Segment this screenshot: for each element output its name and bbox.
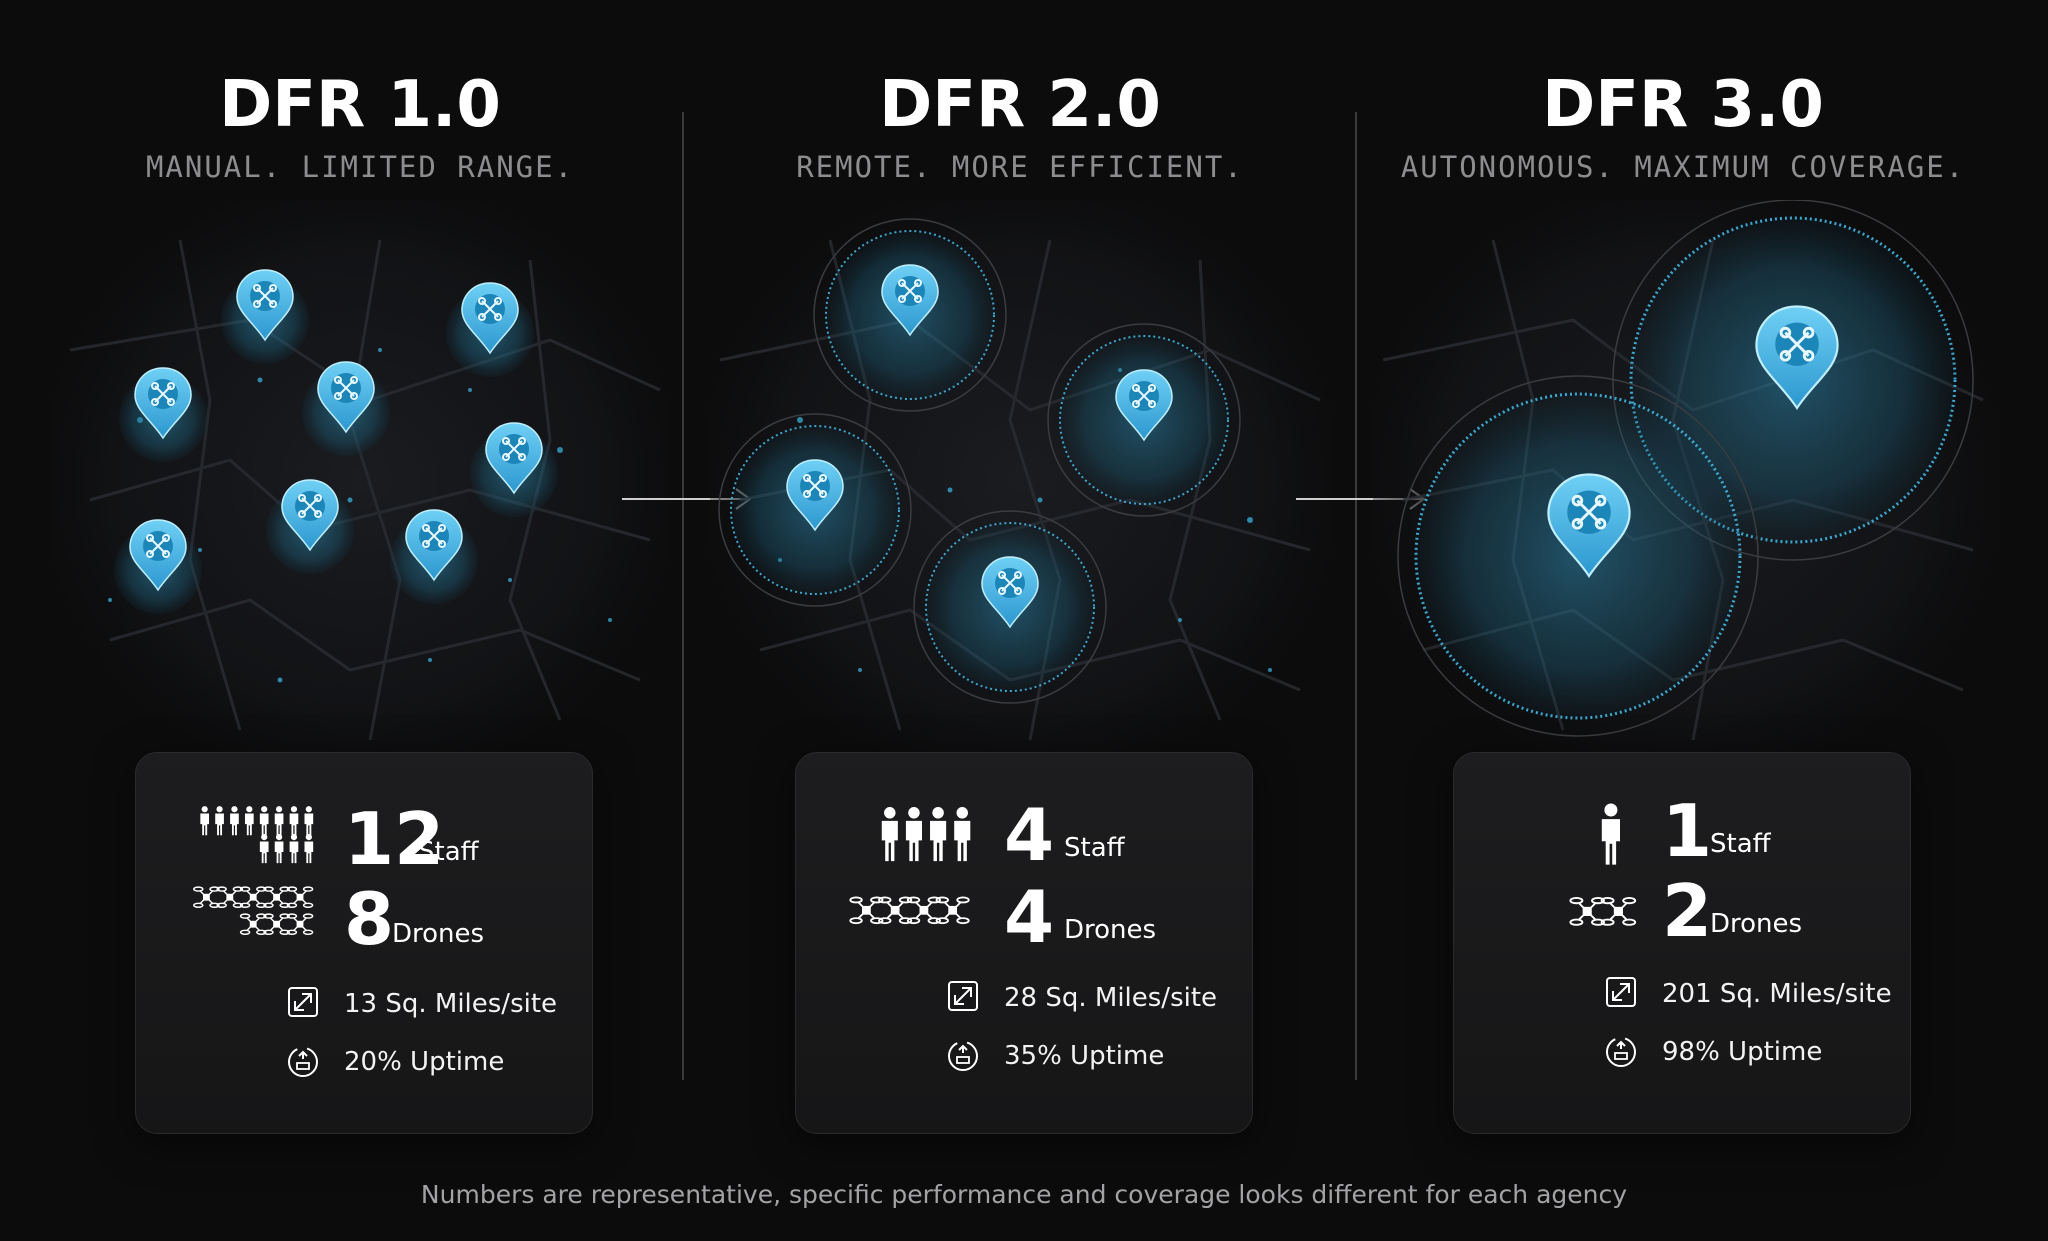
person-icon [1601, 803, 1620, 865]
column-divider [682, 112, 684, 1080]
staff-count: 1 [1662, 789, 1713, 873]
drone-site [119, 367, 207, 462]
drone-icon [849, 896, 970, 925]
tier-title: DFR 2.0 [879, 68, 1161, 142]
drone-site [221, 269, 309, 364]
staff-row: 12 Staff [136, 793, 592, 881]
drone-site [266, 479, 354, 574]
tier-dfr-2: DFR 2.0 REMOTE. MORE EFFICIENT. [690, 0, 1350, 1160]
staff-count: 12 [344, 797, 445, 881]
drone-site [114, 519, 202, 614]
uptime-value: 20% Uptime [344, 1047, 505, 1077]
drones-row: 8 Drones [136, 875, 592, 955]
drone-site [302, 361, 390, 456]
tier-dfr-3: DFR 3.0 AUTONOMOUS. MAXIMUM COVERAGE. [1353, 0, 2013, 1160]
drones-count: 8 [344, 877, 395, 961]
tier-title: DFR 1.0 [219, 68, 501, 142]
tier-subtitle: MANUAL. LIMITED RANGE. [145, 150, 575, 184]
uptime-value: 35% Uptime [1004, 1041, 1165, 1071]
staff-label: Staff [418, 837, 479, 867]
staff-label: Staff [1710, 829, 1771, 859]
uptime-drone-icon [288, 1047, 318, 1077]
tier-subtitle: AUTONOMOUS. MAXIMUM COVERAGE. [1400, 150, 1966, 184]
coverage-value: 13 Sq. Miles/site [344, 989, 558, 1019]
drone-icon [193, 886, 314, 936]
person-icon [200, 806, 314, 864]
drone-site [470, 422, 558, 517]
coverage-zone [1047, 323, 1241, 517]
staff-label: Staff [1064, 833, 1125, 863]
tier-subtitle: REMOTE. MORE EFFICIENT. [796, 150, 1244, 184]
drones-label: Drones [1710, 909, 1803, 939]
staff-row: 1 Staff [1454, 793, 1910, 873]
drones-row: 4 Drones [796, 875, 1252, 955]
column-divider [1355, 112, 1357, 1080]
expand-icon [288, 987, 318, 1017]
drones-row: 2 Drones [1454, 875, 1910, 955]
drones-count: 2 [1662, 869, 1713, 953]
tier-title: DFR 3.0 [1542, 68, 1824, 142]
stats-card: 4 Staff 4 Drones 28 Sq. Miles/site 35% U… [795, 752, 1253, 1134]
tier-dfr-1: DFR 1.0 MANUAL. LIMITED RANGE. [30, 0, 690, 1160]
footnote: Numbers are representative, specific per… [420, 1180, 1628, 1209]
drones-label: Drones [1064, 915, 1157, 945]
coverage-zone [913, 510, 1107, 704]
coverage-value: 28 Sq. Miles/site [1004, 983, 1218, 1013]
uptime-drone-icon [948, 1041, 978, 1071]
coverage-map [1373, 200, 1993, 760]
expand-icon [948, 981, 978, 1011]
coverage-zone [813, 218, 1007, 412]
coverage-map [50, 200, 670, 760]
drones-label: Drones [392, 919, 485, 949]
drone-site [390, 509, 478, 604]
coverage-value: 201 Sq. Miles/site [1662, 979, 1892, 1009]
stats-card: 1 Staff 2 Drones 201 Sq. Miles/site 98% … [1453, 752, 1911, 1134]
expand-icon [1606, 977, 1636, 1007]
staff-count: 4 [1004, 793, 1055, 877]
stats-card: 12 Staff 8 Drones 13 Sq. Miles/site [135, 752, 593, 1134]
person-icon [881, 807, 971, 862]
drone-icon [1569, 897, 1637, 926]
uptime-drone-icon [1606, 1037, 1636, 1067]
uptime-value: 98% Uptime [1662, 1037, 1823, 1067]
coverage-map [710, 200, 1330, 760]
drones-count: 4 [1004, 875, 1055, 959]
staff-row: 4 Staff [796, 793, 1252, 873]
drone-site [446, 282, 534, 377]
coverage-zone [718, 413, 912, 607]
